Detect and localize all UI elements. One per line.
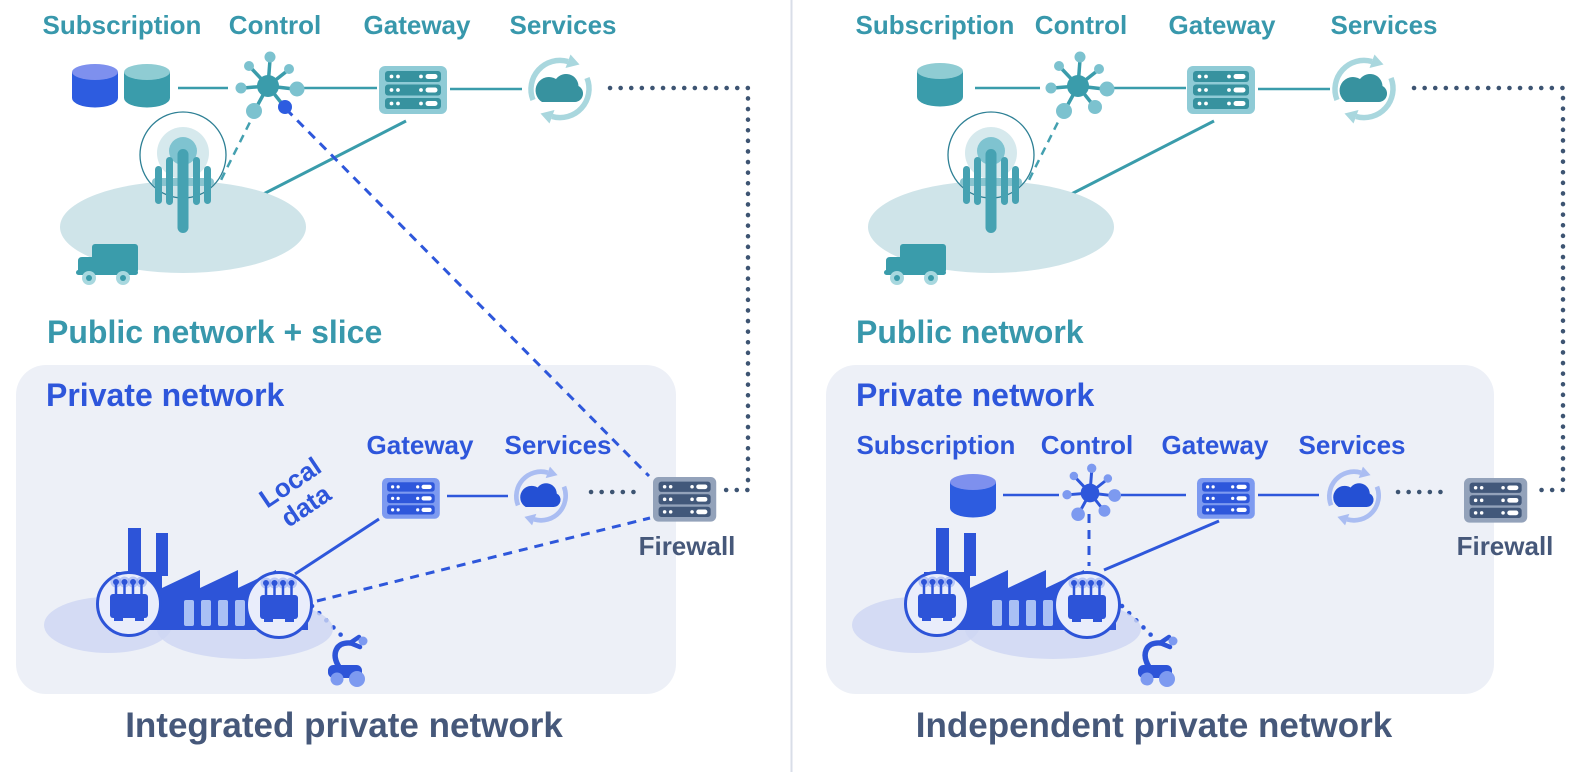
public-node-label-control: Control bbox=[1034, 10, 1128, 40]
public-to-firewall-dotted-line bbox=[1411, 85, 1566, 493]
subscription-database-icon bbox=[124, 64, 170, 108]
private-node-label-services: Services bbox=[1298, 430, 1406, 460]
private-gateway-server-icon bbox=[382, 478, 440, 519]
firewall-label: Firewall bbox=[1456, 531, 1554, 561]
private-node-label-subscription: Subscription bbox=[856, 430, 1016, 460]
firewall-server-icon bbox=[653, 477, 717, 522]
control-hub-icon bbox=[235, 51, 305, 119]
integrated-connections bbox=[106, 85, 751, 641]
services-cloud-sync-icon bbox=[1334, 54, 1394, 124]
local-data-line bbox=[294, 517, 380, 576]
private-node-label-control: Control bbox=[1040, 430, 1134, 460]
public-node-label-control: Control bbox=[228, 10, 322, 40]
integrated-caption: Integrated private network bbox=[125, 706, 563, 745]
public-node-label-services: Services bbox=[509, 10, 617, 40]
firewall-server-icon bbox=[1464, 478, 1528, 523]
gateway-server-icon bbox=[379, 66, 447, 114]
private-network-title: Private network bbox=[856, 377, 1095, 413]
control-to-firewall-dashed-line bbox=[284, 107, 651, 478]
public-node-label-subscription: Subscription bbox=[855, 10, 1015, 40]
independent-caption: Independent private network bbox=[915, 706, 1393, 745]
services-cloud-sync-icon bbox=[530, 54, 590, 124]
private-node-label-gateway: Gateway bbox=[1161, 430, 1269, 460]
private-node-label-services: Services bbox=[504, 430, 612, 460]
public-network-title: Public network bbox=[856, 314, 1084, 350]
private-subscription-database-icon bbox=[950, 474, 996, 518]
private-node-label-gateway: Gateway bbox=[366, 430, 474, 460]
public-node-label-services: Services bbox=[1330, 10, 1438, 40]
public-node-label-subscription: Subscription bbox=[42, 10, 202, 40]
public-network-title: Public network + slice bbox=[47, 314, 383, 350]
private-network-title: Private network bbox=[46, 377, 285, 413]
public-node-label-gateway: Gateway bbox=[363, 10, 471, 40]
private-gateway-server-icon bbox=[1197, 478, 1255, 519]
independent-panel-graphics bbox=[826, 51, 1566, 694]
firewall-label: Firewall bbox=[638, 531, 736, 561]
public-to-firewall-dotted-line bbox=[607, 85, 751, 493]
gateway-server-icon bbox=[1187, 66, 1255, 114]
public-node-label-gateway: Gateway bbox=[1168, 10, 1276, 40]
subscription-database-icon bbox=[917, 63, 963, 107]
control-hub-icon bbox=[1045, 51, 1115, 119]
subscription-database-icon bbox=[72, 64, 118, 108]
integrated-panel-graphics bbox=[16, 51, 751, 694]
gateway-to-factory-line bbox=[1103, 519, 1220, 572]
